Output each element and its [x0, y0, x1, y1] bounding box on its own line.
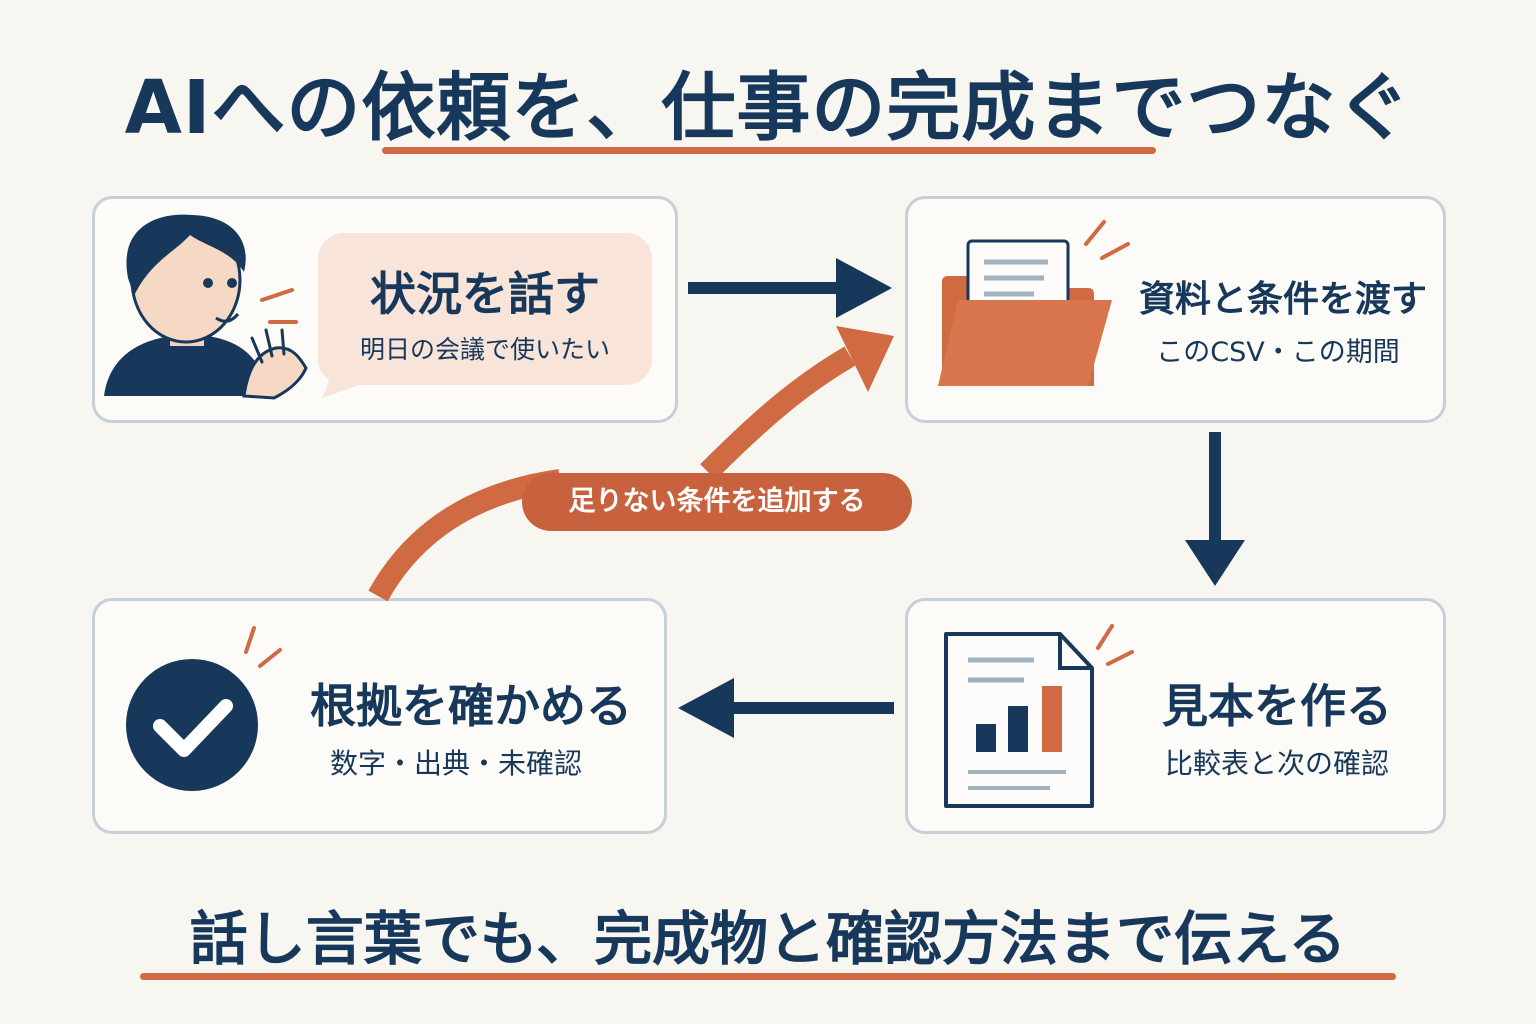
step-subtitle-talk: 明日の会議で使いたい	[359, 335, 610, 364]
title-underline	[382, 147, 1156, 154]
person-speaking-icon	[104, 214, 308, 400]
step-title-talk: 状況を話す	[370, 267, 600, 321]
folder-document-icon	[938, 239, 1112, 386]
feedback-arrow	[368, 326, 894, 602]
step-subtitle-materials: このCSV・この期間	[1156, 337, 1400, 368]
folder-accent-icon	[1084, 220, 1130, 260]
arrow-right	[688, 258, 892, 318]
step-title-materials: 資料と条件を渡す	[1138, 279, 1427, 320]
check-circle-icon	[126, 659, 258, 791]
report-accent-icon	[1096, 624, 1134, 666]
check-accent-icon	[244, 626, 282, 668]
page-title: AIへの依頼を、仕事の完成までつなぐ	[124, 65, 1412, 151]
report-chart-icon	[944, 632, 1094, 808]
arrow-down	[1185, 432, 1245, 586]
speech-bubble-tail	[322, 360, 368, 398]
step-subtitle-sample: 比較表と次の確認	[1164, 747, 1389, 780]
footer-underline	[140, 973, 1396, 980]
arrow-left	[678, 678, 894, 738]
feedback-label: 足りない条件を追加する	[522, 473, 912, 531]
step-title-evidence: 根拠を確かめる	[310, 679, 632, 733]
step-title-sample: 見本を作る	[1162, 679, 1392, 733]
speech-bubble	[318, 233, 652, 385]
talk-accent-icon	[260, 288, 298, 324]
footer-message: 話し言葉でも、完成物と確認方法まで伝える	[189, 905, 1347, 973]
step-subtitle-evidence: 数字・出典・未確認	[329, 747, 582, 780]
